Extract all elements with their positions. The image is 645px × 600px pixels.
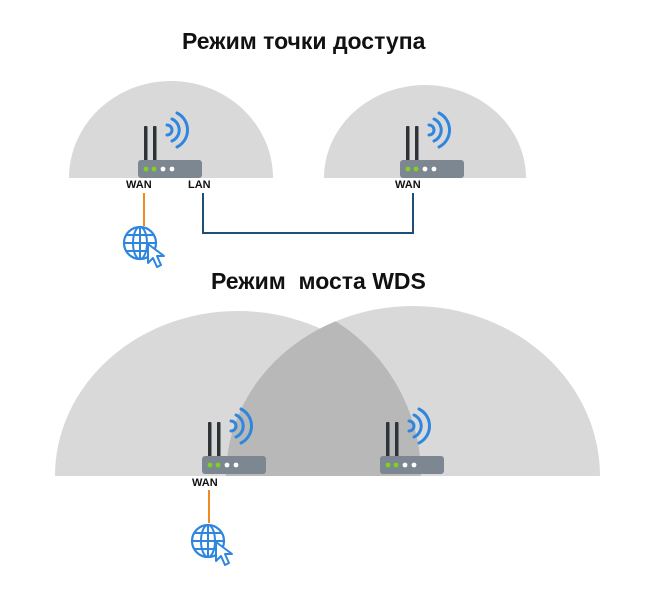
lan-cable	[202, 193, 414, 234]
cursor-icon	[215, 541, 233, 566]
wifi-signal-icon	[427, 111, 452, 149]
router-icon	[138, 126, 202, 178]
wifi-signal-icon	[165, 111, 190, 149]
wan-port-label: WAN	[192, 477, 218, 489]
wan-port-label: WAN	[126, 179, 152, 191]
router-icon	[400, 126, 464, 178]
router-icon	[380, 422, 444, 474]
wds-bridge-mode-title: Режим моста WDS	[211, 268, 426, 294]
access-point-mode-title: Режим точки доступа	[182, 28, 426, 54]
coverage-area-access-point	[324, 85, 526, 178]
wan-port-label: WAN	[395, 179, 421, 191]
cursor-icon	[147, 243, 165, 268]
wifi-signal-icon	[407, 407, 432, 445]
wifi-signal-icon	[229, 407, 254, 445]
lan-port-label: LAN	[188, 179, 211, 191]
router-icon	[202, 422, 266, 474]
